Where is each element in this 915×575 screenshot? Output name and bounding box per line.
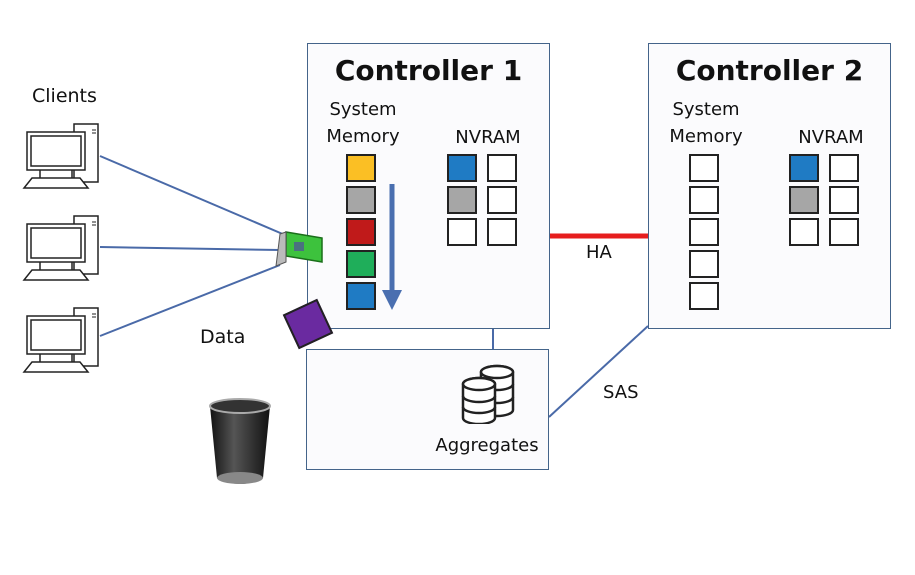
memory-cell <box>346 218 376 246</box>
nvram-cell <box>789 186 819 214</box>
controller-2-nvram-label: NVRAM <box>798 127 864 148</box>
nvram-cell <box>487 154 517 182</box>
memory-cell <box>689 250 719 278</box>
memory-cell <box>689 218 719 246</box>
memory-cell <box>689 154 719 182</box>
network-card-icon <box>275 231 323 267</box>
nvram-cell <box>447 154 477 182</box>
controller-2-title: Controller 2 <box>675 54 864 87</box>
ha-label: HA <box>586 242 612 263</box>
nvram-cell <box>829 186 859 214</box>
controller-1-nvram-label: NVRAM <box>455 127 521 148</box>
controller-2: Controller 2 System Memory NVRAM <box>648 43 891 329</box>
client-3-link <box>99 264 281 337</box>
system-label: System <box>329 99 397 120</box>
client-computer-icon <box>22 307 99 373</box>
memory-cell <box>346 282 376 310</box>
nvram-cell <box>447 218 477 246</box>
flush-arrow <box>382 184 402 310</box>
aggregates-label: Aggregates <box>435 435 539 456</box>
client-1-link <box>99 155 286 236</box>
data-label: Data <box>200 326 246 348</box>
controller-1: Controller 1 System Memory NVRAM <box>307 43 550 329</box>
controller-1-system-memory-label: System Memory <box>318 96 408 150</box>
controller-2-system-memory-label: System Memory <box>661 96 751 150</box>
memory-label: Memory <box>669 126 743 147</box>
database-icon <box>461 364 515 424</box>
memory-cell <box>689 282 719 310</box>
client-computer-icon <box>22 123 99 189</box>
nvram-cell <box>447 186 477 214</box>
clients-label: Clients <box>32 85 97 107</box>
nvram-cell <box>789 218 819 246</box>
nvram-cell <box>829 154 859 182</box>
memory-label: Memory <box>326 126 400 147</box>
client-computer-icon <box>22 215 99 281</box>
nvram-cell <box>789 154 819 182</box>
nvram-cell <box>487 186 517 214</box>
memory-cell <box>346 154 376 182</box>
nvram-cell <box>829 218 859 246</box>
aggregates-box: Aggregates <box>306 349 549 470</box>
system-label: System <box>672 99 740 120</box>
memory-cell <box>346 250 376 278</box>
memory-cell <box>346 186 376 214</box>
controller-1-title: Controller 1 <box>334 54 523 87</box>
client-2-link <box>99 246 281 251</box>
nvram-cell <box>487 218 517 246</box>
sas-label: SAS <box>603 382 639 403</box>
memory-cell <box>689 186 719 214</box>
trash-bin-icon <box>209 398 271 484</box>
sas-link <box>548 325 649 418</box>
